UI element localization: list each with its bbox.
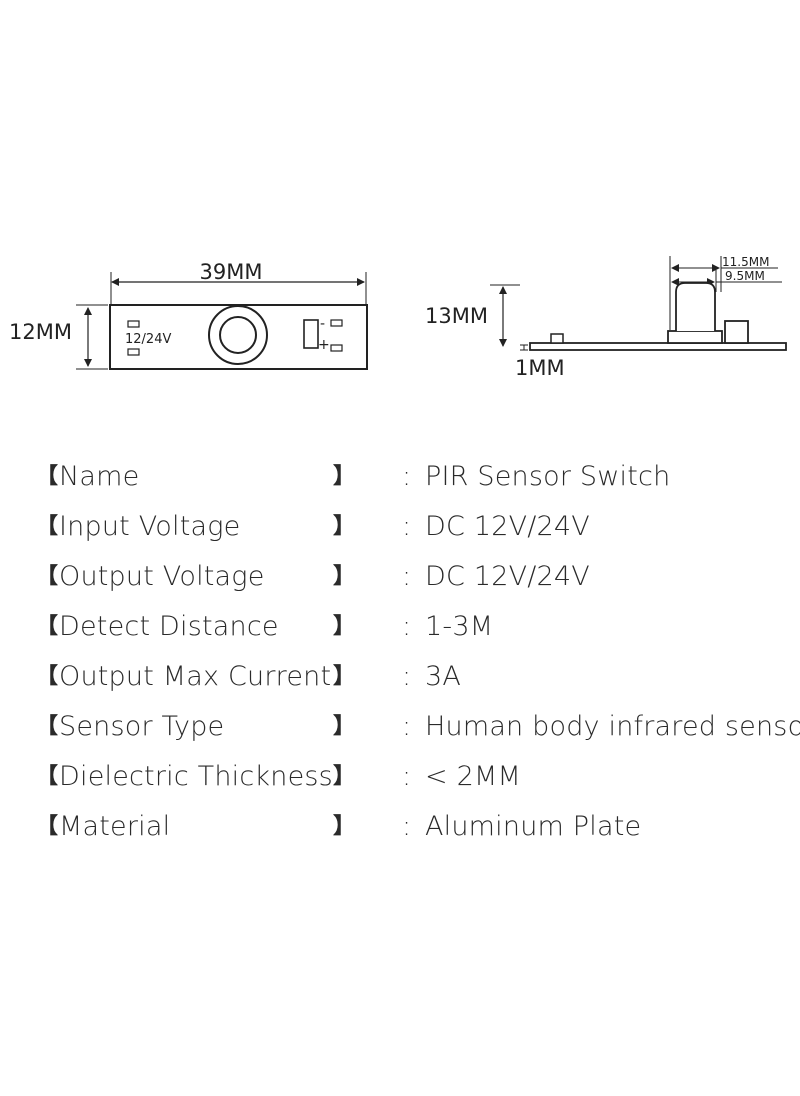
spec-value: Human body infrared sensor	[425, 711, 800, 742]
bracket-open: 【	[36, 464, 59, 489]
spec-row-sensor-type: 【 Sensor Type 】 : Human body infrared se…	[0, 702, 800, 752]
voltage-marking: 12/24V	[125, 332, 171, 347]
bracket-close: 】	[333, 714, 356, 739]
side-view: 11.5MM 9.5MM 13MM 1MM	[425, 255, 787, 380]
bracket-open: 【	[36, 814, 59, 839]
lens-inner-label: 9.5MM	[725, 269, 765, 283]
spec-value: 1-3M	[425, 611, 494, 642]
spec-row-name: 【 Name 】 : PIR Sensor Switch	[0, 452, 800, 502]
spec-value: < 2MM	[425, 761, 521, 792]
output-pad-plus	[330, 344, 343, 352]
spec-label: Output Voltage	[59, 561, 265, 592]
output-pad-minus	[330, 319, 343, 327]
colon: :	[402, 761, 412, 792]
front-view: 39MM 12MM 12/24V - +	[9, 260, 368, 370]
front-height-label: 12MM	[9, 320, 72, 344]
spec-value: PIR Sensor Switch	[425, 461, 671, 492]
side-board-profile	[529, 342, 787, 351]
bracket-open: 【	[36, 664, 59, 689]
bracket-close: 】	[333, 614, 356, 639]
sensor-lens-outer	[208, 305, 268, 365]
dimension-diagram: 39MM 12MM 12/24V - + 11.5MM 9.5MM	[9, 255, 787, 380]
spec-label: Output Max Current	[59, 661, 332, 692]
side-small-component	[550, 333, 564, 344]
colon: :	[402, 611, 412, 642]
front-board-outline	[109, 304, 368, 370]
spec-value: DC 12V/24V	[425, 511, 590, 542]
side-sensor-dome	[675, 282, 716, 331]
front-width-label: 39MM	[200, 260, 263, 284]
bracket-open: 【	[36, 764, 59, 789]
bracket-close: 】	[333, 764, 356, 789]
spec-label: Name	[59, 461, 140, 492]
spec-label: Sensor Type	[59, 711, 225, 742]
bracket-close: 】	[333, 564, 356, 589]
side-height-label: 13MM	[425, 304, 488, 328]
side-sensor-base	[667, 330, 723, 344]
voltage-pad	[127, 320, 140, 328]
spec-row-output-voltage: 【 Output Voltage 】 : DC 12V/24V	[0, 552, 800, 602]
minus-marking: -	[320, 316, 325, 332]
bracket-close: 】	[333, 464, 356, 489]
bracket-close: 】	[333, 814, 356, 839]
colon: :	[402, 561, 412, 592]
colon: :	[402, 511, 412, 542]
bracket-close: 】	[333, 664, 356, 689]
output-switch	[303, 319, 319, 349]
bracket-close: 】	[333, 514, 356, 539]
bracket-open: 【	[36, 614, 59, 639]
spec-row-dielectric-thickness: 【 Dielectric Thickness 】 : < 2MM	[0, 752, 800, 802]
spec-row-material: 【 Material 】 : Aluminum Plate	[0, 802, 800, 852]
side-switch-component	[724, 320, 749, 344]
spec-label: Material	[59, 811, 171, 842]
colon: :	[402, 661, 412, 692]
bracket-open: 【	[36, 714, 59, 739]
bracket-open: 【	[36, 514, 59, 539]
thickness-label: 1MM	[515, 356, 565, 380]
colon: :	[402, 711, 412, 742]
plus-marking: +	[318, 337, 330, 353]
lens-outer-label: 11.5MM	[722, 255, 769, 269]
bracket-open: 【	[36, 564, 59, 589]
spec-row-output-max-current: 【 Output Max Current 】 : 3A	[0, 652, 800, 702]
spec-label: Dielectric Thickness	[59, 761, 333, 792]
colon: :	[402, 461, 412, 492]
voltage-pad-lower	[127, 348, 140, 356]
spec-value: Aluminum Plate	[425, 811, 642, 842]
spec-value: 3A	[425, 661, 462, 692]
colon: :	[402, 811, 412, 842]
sensor-lens-inner	[219, 316, 257, 354]
spec-label: Input Voltage	[59, 511, 241, 542]
spec-label: Detect Distance	[59, 611, 279, 642]
spec-row-input-voltage: 【 Input Voltage 】 : DC 12V/24V	[0, 502, 800, 552]
spec-value: DC 12V/24V	[425, 561, 590, 592]
spec-row-detect-distance: 【 Detect Distance 】 : 1-3M	[0, 602, 800, 652]
